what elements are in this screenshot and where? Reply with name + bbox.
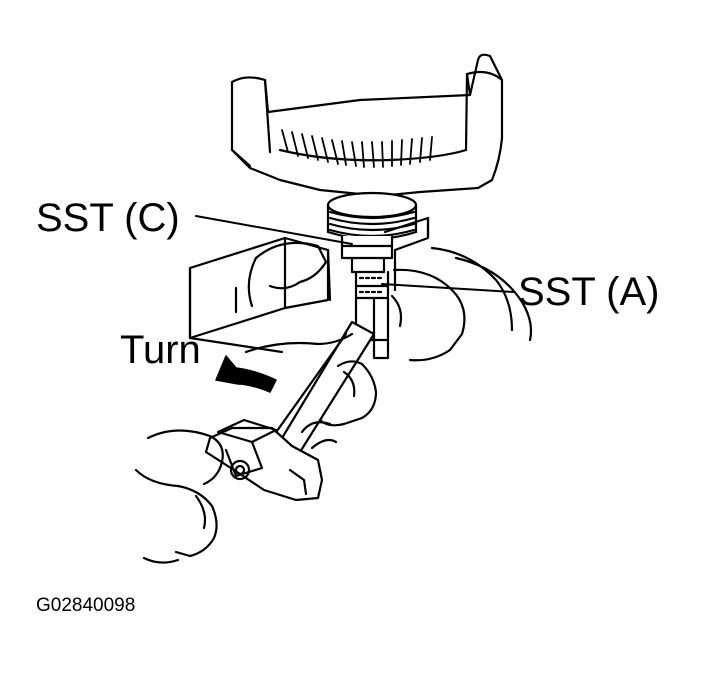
left-hand [247, 241, 533, 362]
callout-turn: Turn [120, 328, 201, 372]
pulley [326, 191, 418, 241]
leader-lines [195, 215, 515, 293]
housing-vents [281, 129, 433, 168]
torque-wrench [204, 320, 376, 502]
figure-id: G02840098 [36, 595, 136, 616]
right-hand [134, 332, 378, 564]
leader-line-sst-a [381, 283, 515, 293]
sst-c-tool [340, 234, 394, 274]
sst-a-tool [354, 270, 390, 360]
turn-direction-arrow [215, 355, 277, 393]
callout-sst-a: SST (A) [518, 270, 660, 314]
callout-sst-c: SST (C) [36, 196, 180, 240]
leader-line-sst-c [195, 215, 353, 245]
alternator-housing [230, 53, 504, 198]
